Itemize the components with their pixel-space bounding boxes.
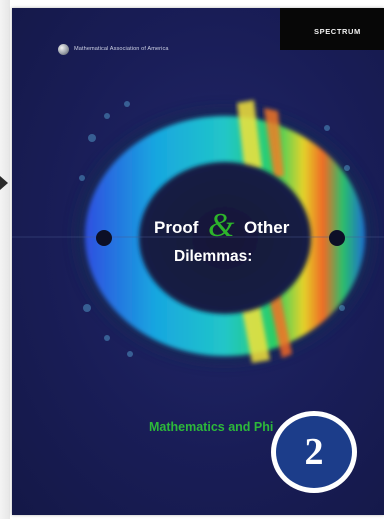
fractal-ring-artwork (12, 100, 384, 364)
page-edge-strip (0, 0, 10, 519)
previous-arrow-icon[interactable] (0, 176, 8, 190)
series-banner: SPECTRUM (280, 8, 384, 50)
series-label: SPECTRUM (314, 27, 361, 36)
number-badge-inner: 2 (276, 416, 352, 488)
publisher-name: Mathematical Association of America (74, 46, 169, 52)
title-word-other: Other (244, 218, 290, 237)
book-title-line2: Dilemmas: (174, 248, 253, 265)
title-ampersand: & (208, 207, 235, 244)
title-word-proof: Proof (154, 218, 199, 237)
book-subtitle: Mathematics and Phi (149, 420, 274, 434)
number-badge: 2 (271, 411, 357, 493)
badge-number: 2 (304, 431, 324, 473)
book-cover[interactable]: SPECTRUM Mathematical Association of Ame… (12, 8, 384, 515)
maa-globe-icon (58, 44, 69, 55)
